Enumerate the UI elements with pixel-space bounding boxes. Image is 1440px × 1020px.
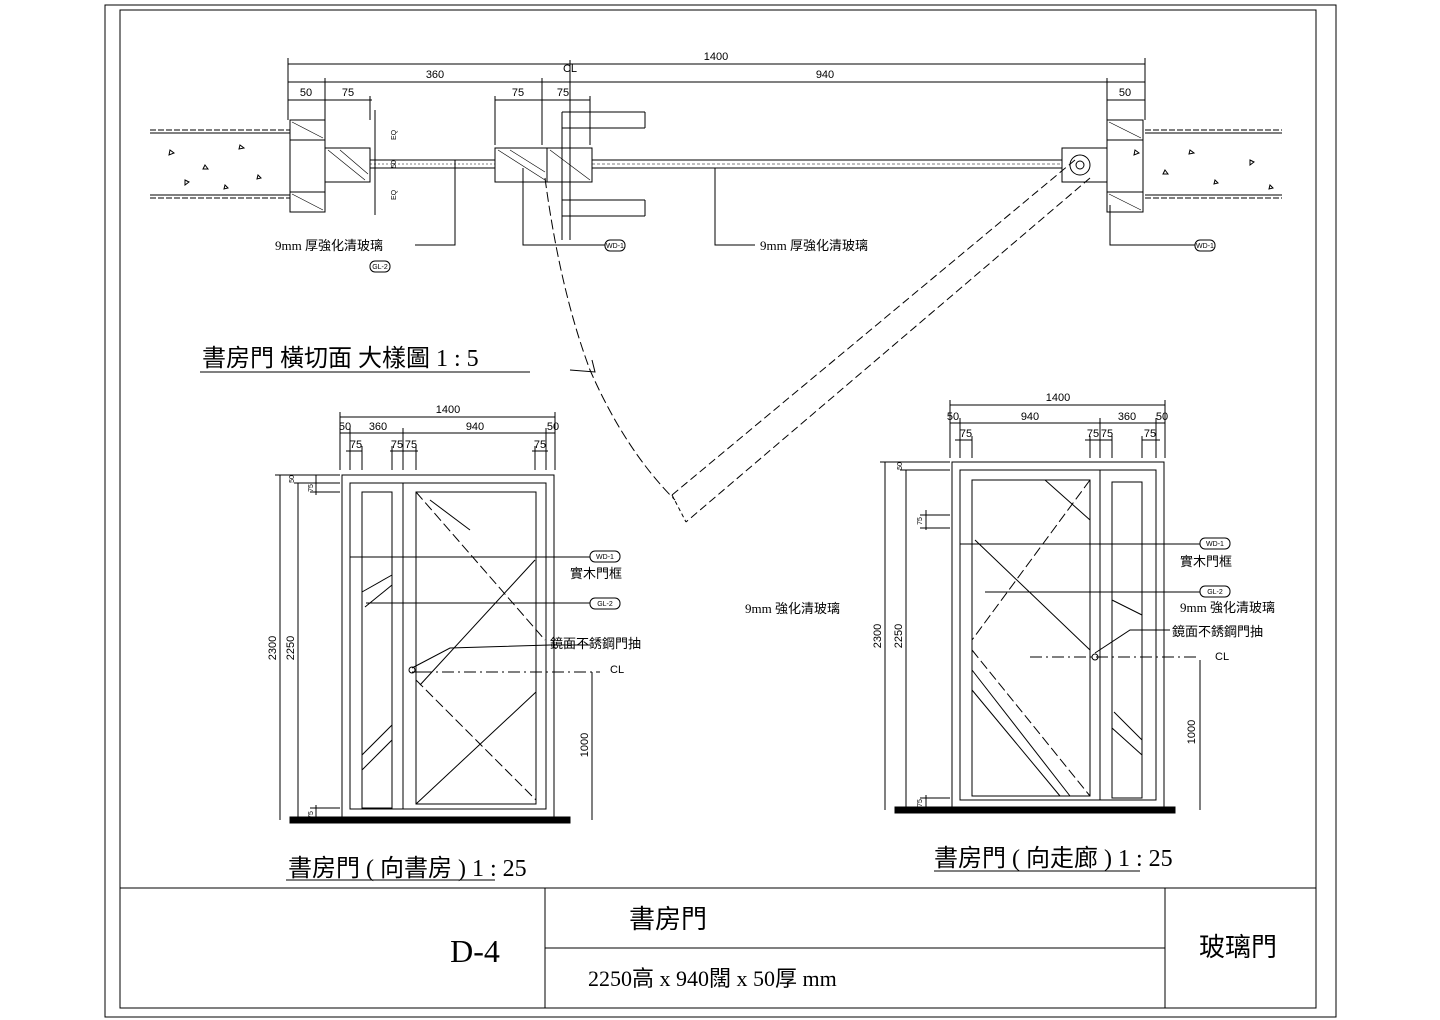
plan-dim-50-left: 50 [300, 87, 312, 99]
elevation-left [275, 412, 621, 881]
elev-left-dim-1000: 1000 [579, 733, 591, 757]
elev-left-dim-360: 360 [369, 421, 387, 433]
elev-right-centerline: CL [1215, 651, 1229, 663]
swing-arrow-icon [569, 359, 596, 373]
plan-tag-left: GL-2 [372, 264, 388, 271]
title-block [120, 887, 1316, 1008]
elev-left-dim-75c: 75 [405, 439, 417, 451]
elev-left-tag-wd: WD-1 [596, 554, 614, 561]
elev-left-dim-2250: 2250 [285, 636, 297, 660]
elev-left-tag-gl: GL-2 [597, 601, 613, 608]
plan-tag-right: WD-1 [1196, 243, 1214, 250]
plan-title: 書房門 橫切面 大樣圖 1 : 5 [202, 345, 479, 372]
elev-left-centerline: CL [610, 664, 624, 676]
elev-left-dim-50-v: 50 [289, 475, 296, 483]
elev-right-dim-75b: 75 [1087, 428, 1099, 440]
elev-left-dim-75d: 75 [534, 439, 546, 451]
plan-dim-75-mid-b: 75 [557, 87, 569, 99]
elev-right-label-glass: 9mm 強化清玻璃 [745, 601, 840, 616]
door-swing-arc [544, 177, 676, 501]
elev-right-dim-50b: 50 [1156, 411, 1168, 423]
elev-left-label-frame: 實木門框 [570, 566, 622, 581]
plan-dim-50-v: 50 [391, 160, 398, 168]
elev-right-dim-75a: 75 [960, 428, 972, 440]
title-block-spec: 2250高 x 940闊 x 50厚 mm [588, 966, 837, 991]
elev-right-label-frame: 實木門框 [1180, 554, 1232, 569]
elev-right-dim-75-v-bottom: 75 [917, 799, 924, 807]
plan-dim-360: 360 [426, 69, 444, 81]
elev-right-dim-50a: 50 [947, 411, 959, 423]
plan-dim-75-left: 75 [342, 87, 354, 99]
title-block-type: 玻璃門 [1199, 933, 1277, 962]
elev-right-dim-50-v: 50 [897, 462, 904, 470]
elev-right-dim-1400: 1400 [1046, 392, 1070, 404]
plan-eq-top: EQ [391, 129, 398, 140]
plan-label-glass-right: 9mm 厚強化清玻璃 [760, 238, 868, 253]
elevation-right [880, 400, 1231, 872]
plan-eq-bottom: EQ [391, 189, 398, 200]
elev-right-dim-940: 940 [1021, 411, 1039, 423]
elev-right-dim-75-v-top: 75 [917, 517, 924, 525]
plan-dim-940: 940 [816, 69, 834, 81]
elev-right-label-handle: 鏡面不銹鋼門抽 [1172, 624, 1263, 639]
elev-left-title: 書房門 ( 向書房 ) 1 : 25 [288, 855, 527, 882]
elev-left-dim-1400: 1400 [436, 404, 460, 416]
elev-left-dim-50a: 50 [339, 421, 351, 433]
elev-left-dim-75-v-top: 75 [308, 484, 315, 492]
plan-centerline: CL [563, 63, 577, 75]
elev-left-dim-75a: 75 [350, 439, 362, 451]
elev-left-dim-75b: 75 [391, 439, 403, 451]
plan-dim-50-right: 50 [1119, 87, 1131, 99]
plan-dim-overall: 1400 [704, 51, 728, 63]
elev-right-tag-wd: WD-1 [1206, 541, 1224, 548]
plan-tag-mid: WD-1 [606, 243, 624, 250]
elev-left-dim-940: 940 [466, 421, 484, 433]
elev-left-label-handle: 鏡面不銹鋼門抽 [550, 636, 641, 651]
elev-right-dim-2300: 2300 [872, 624, 884, 648]
plan-label-glass-left: 9mm 厚強化清玻璃 [275, 238, 383, 253]
elev-right-title: 書房門 ( 向走廊 ) 1 : 25 [934, 845, 1173, 872]
elev-right-dim-1000: 1000 [1186, 720, 1198, 744]
elev-left-dim-2300: 2300 [267, 636, 279, 660]
plan-dim-75-mid-a: 75 [512, 87, 524, 99]
elev-left-dim-50b: 50 [547, 421, 559, 433]
elev-right-dim-75d: 75 [1144, 428, 1156, 440]
title-block-name: 書房門 [629, 905, 707, 934]
elev-right-dim-360: 360 [1118, 411, 1136, 423]
plan-section [150, 58, 1282, 523]
sheet-inner-border [119, 9, 1317, 1009]
elev-right-dim-2250: 2250 [893, 624, 905, 648]
elev-left-dim-75-v-bottom: 75 [308, 811, 315, 819]
elev-right-label-glass-side: 9mm 強化清玻璃 [1180, 600, 1275, 615]
elev-right-dim-75c: 75 [1101, 428, 1113, 440]
title-block-drawing-no: D-4 [450, 933, 500, 969]
elev-right-tag-gl: GL-2 [1207, 589, 1223, 596]
sheet-outer-border [104, 4, 1337, 1018]
